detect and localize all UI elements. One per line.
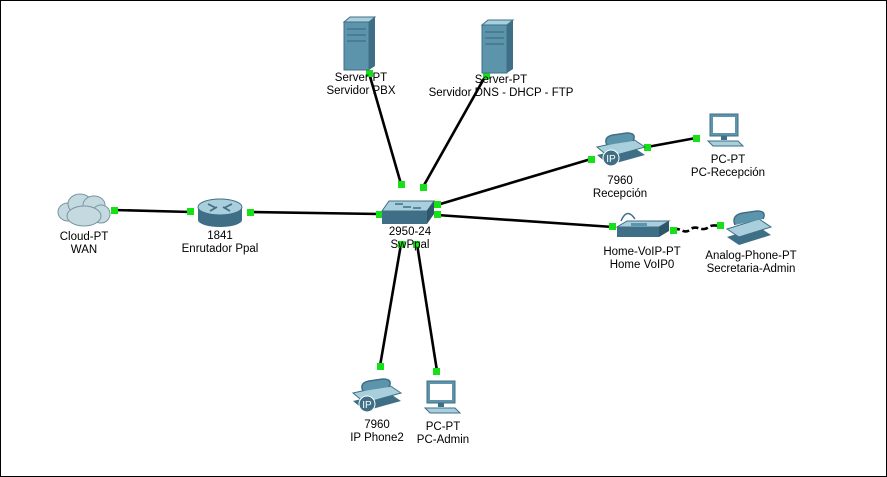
port-light <box>434 201 441 208</box>
device-label-server-pbx: Server-PT Servidor PBX <box>326 72 395 98</box>
device-label-ip-phone2: 7960 IP Phone2 <box>350 419 404 445</box>
device-model: PC-PT <box>710 154 746 166</box>
port-light <box>377 363 384 370</box>
device-name: Enrutador Ppal <box>181 243 259 255</box>
device-model: Cloud-PT <box>59 231 109 243</box>
link-switch-pcadmin[interactable] <box>415 243 439 372</box>
ip-phone-icon[interactable]: IP <box>593 131 647 171</box>
port-light <box>376 211 383 218</box>
device-model: 2950-24 <box>388 226 432 238</box>
device-name: Recepción <box>592 188 648 200</box>
link-dns-switch[interactable] <box>421 74 488 188</box>
cloud-icon[interactable] <box>56 192 112 228</box>
port-light <box>670 227 677 234</box>
server-icon[interactable] <box>341 16 377 72</box>
router-icon[interactable] <box>196 196 244 228</box>
port-light <box>420 184 427 191</box>
link-switch-homevoip[interactable] <box>436 213 614 229</box>
link-pbx-switch[interactable] <box>367 72 403 185</box>
device-model: Home-VoIP-PT <box>603 246 681 258</box>
link-homevoip-analog[interactable] <box>672 224 722 233</box>
port-light <box>413 241 420 248</box>
port-light <box>187 208 194 215</box>
port-light <box>434 211 441 218</box>
device-model: Server-PT <box>474 74 528 86</box>
device-model: Analog-Phone-PT <box>705 250 797 262</box>
device-label-pc-recepcion: PC-PT PC-Recepción <box>691 154 765 180</box>
port-light <box>398 241 405 248</box>
svg-text:IP: IP <box>362 400 372 411</box>
device-label-router: 1841 Enrutador Ppal <box>182 230 259 256</box>
device-label-pc-admin: PC-PT PC-Admin <box>417 421 469 447</box>
device-model: PC-PT <box>425 421 461 433</box>
port-light <box>433 368 440 375</box>
device-label-switch: 2950-24 SwPpal <box>389 226 431 252</box>
port-light <box>717 222 724 229</box>
device-model: 1841 <box>207 230 233 242</box>
pc-icon[interactable] <box>423 380 461 416</box>
device-name: PC-Recepción <box>690 167 766 179</box>
device-name: IP Phone2 <box>350 432 404 444</box>
link-cloud-router[interactable] <box>113 208 192 214</box>
device-name: Servidor PBX <box>326 85 396 97</box>
port-light <box>111 207 118 214</box>
device-label-phone-recepcion: 7960 Recepción <box>593 175 647 201</box>
port-light <box>366 70 373 77</box>
port-lights <box>111 70 724 375</box>
link-switch-phone2[interactable] <box>378 243 403 367</box>
port-light <box>247 209 254 216</box>
device-label-analog-phone: Analog-Phone-PT Secretaria-Admin <box>705 250 796 276</box>
device-name: PC-Admin <box>416 434 470 446</box>
home-voip-icon[interactable] <box>613 207 673 243</box>
analog-phone-icon[interactable] <box>723 209 773 247</box>
device-name: Secretaria-Admin <box>706 263 796 275</box>
port-light <box>588 156 595 163</box>
device-model: 7960 <box>364 419 390 431</box>
link-router-switch[interactable] <box>249 210 380 216</box>
device-label-server-dns: Server-PT Servidor DNS - DHCP - FTP <box>429 74 574 100</box>
link-phonerec-pcrec[interactable] <box>646 136 697 149</box>
port-light <box>483 72 490 79</box>
device-model: 7960 <box>607 175 633 187</box>
pc-icon[interactable] <box>706 113 744 149</box>
device-label-home-voip: Home-VoIP-PT Home VoIP0 <box>603 246 680 272</box>
device-model: Server-PT <box>334 72 388 84</box>
port-light <box>644 144 651 151</box>
switch-icon[interactable] <box>381 198 435 228</box>
device-name: WAN <box>70 244 98 256</box>
port-light <box>609 223 616 230</box>
port-light <box>693 135 700 142</box>
device-label-cloud: Cloud-PT WAN <box>60 231 109 257</box>
svg-text:IP: IP <box>606 154 616 165</box>
ip-phone-icon[interactable]: IP <box>349 377 403 417</box>
device-name: Servidor DNS - DHCP - FTP <box>428 87 574 99</box>
server-icon[interactable] <box>479 19 515 75</box>
link-switch-phonerec[interactable] <box>436 157 592 207</box>
device-name: SwPpal <box>390 239 430 251</box>
device-name: Home VoIP0 <box>609 259 675 271</box>
port-light <box>398 181 405 188</box>
